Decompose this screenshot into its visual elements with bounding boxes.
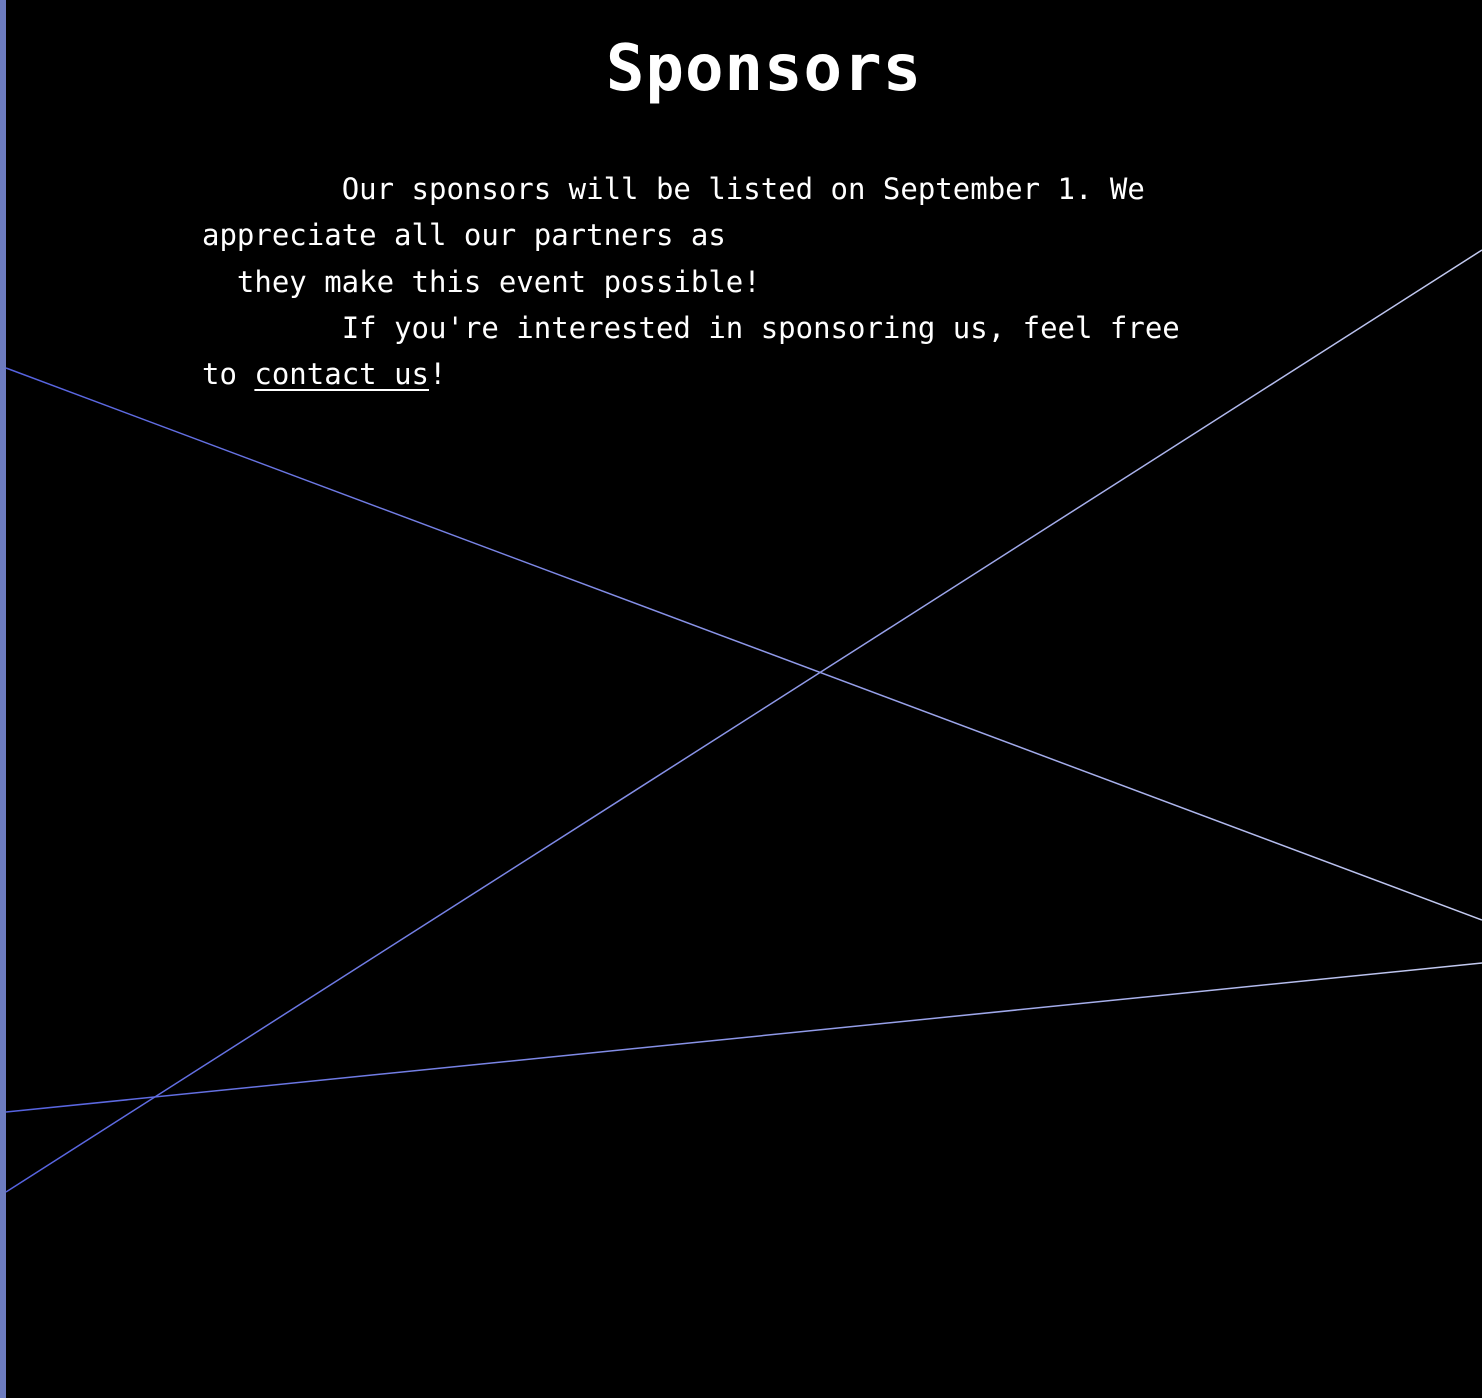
intro-line: appreciate all our partners as	[202, 218, 726, 253]
intro-line: Our sponsors will be listed on September…	[341, 172, 1145, 206]
intro-line: If you're interested in sponsoring us, f…	[341, 310, 1180, 345]
decorative-line	[5, 962, 1482, 1113]
intro-line-prefix: to	[202, 357, 255, 392]
intro-line-suffix: !	[429, 357, 447, 392]
left-edge-border	[0, 0, 6, 1398]
intro-line: they make this event possible!	[236, 264, 761, 299]
decorative-line	[5, 367, 1482, 921]
sponsors-intro: Our sponsors will be listed on September…	[202, 166, 1292, 397]
contact-us-link[interactable]: contact us	[254, 357, 429, 392]
page-title: Sponsors	[605, 32, 923, 106]
decorative-line	[5, 249, 1482, 1193]
